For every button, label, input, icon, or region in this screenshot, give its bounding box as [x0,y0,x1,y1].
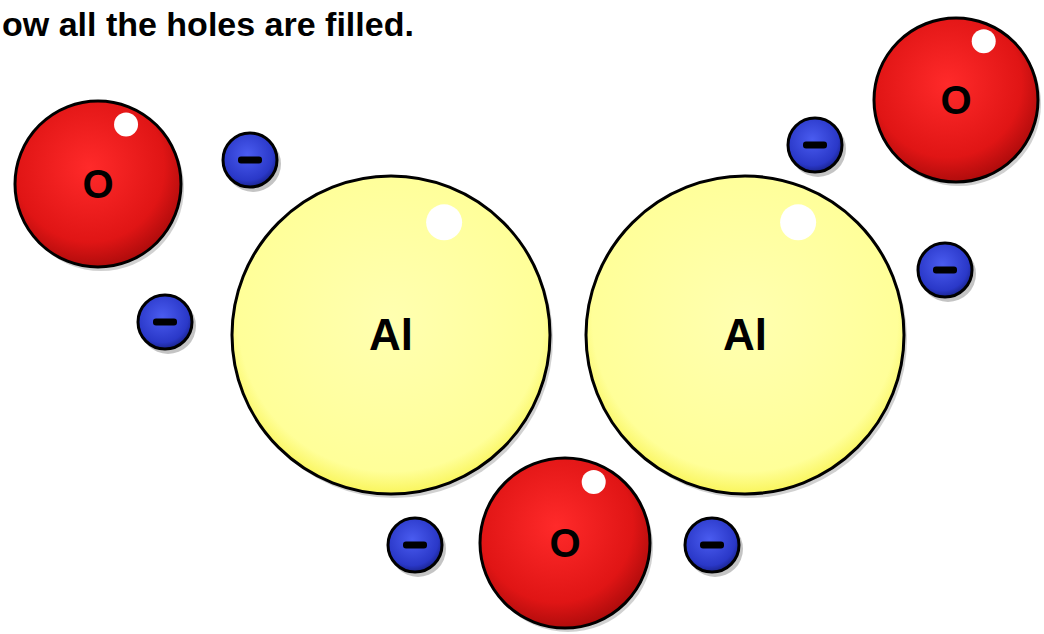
aluminium-atom: Al [230,174,552,496]
aluminium-atom: Al [584,174,906,496]
atom-label-wrap: O [478,456,652,630]
atom-highlight [972,29,996,53]
atom-body [480,458,650,628]
electron [685,518,743,577]
electron [223,133,281,192]
atom-body [15,101,181,267]
atom-symbol: Al [723,313,767,357]
atom-body [874,18,1038,182]
atom-symbol: O [549,523,580,563]
atom-highlight [426,204,462,240]
atom-label-wrap: O [13,99,183,269]
atom-highlight [780,204,816,240]
oxygen-atom: O [872,16,1040,184]
electron [388,518,446,577]
atom-body [586,176,904,494]
electron [138,295,196,354]
oxygen-atom: O [13,99,183,269]
atom-highlight [582,470,606,494]
oxygen-atom: O [478,456,652,630]
atom-symbol: Al [369,313,413,357]
atom-label-wrap: O [872,16,1040,184]
atom-highlight [114,113,138,137]
electron [918,243,976,302]
atom-symbol: O [82,164,113,204]
atom-symbol: O [940,80,971,120]
title: ow all the holes are filled. [2,4,414,44]
electron [788,118,846,177]
atom-body [232,176,550,494]
atom-label-wrap: Al [584,174,906,496]
atom-label-wrap: Al [230,174,552,496]
